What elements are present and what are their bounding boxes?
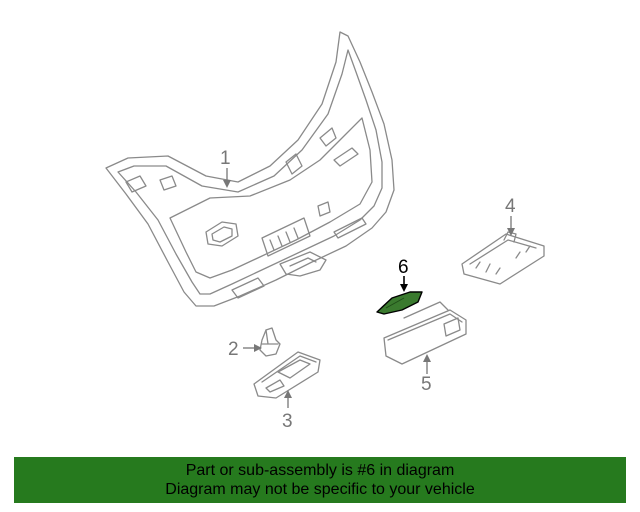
lens-highlighted bbox=[376, 291, 423, 315]
switch-housing bbox=[383, 301, 467, 365]
callout-1-label: 1 bbox=[220, 148, 231, 169]
push-clip bbox=[259, 327, 281, 357]
callout-6-label: 6 bbox=[398, 257, 409, 278]
vehicle-fit-banner: Part or sub-assembly is #6 in diagram Di… bbox=[14, 457, 626, 503]
lamp-housing bbox=[253, 351, 321, 399]
banner-line-1: Part or sub-assembly is #6 in diagram bbox=[185, 462, 455, 479]
liftgate-trim-panel bbox=[105, 31, 395, 307]
callout-3-label: 3 bbox=[282, 411, 293, 432]
banner-line-2: Diagram may not be specific to your vehi… bbox=[165, 481, 475, 498]
license-lamp-bracket bbox=[461, 231, 545, 285]
callout-4-label: 4 bbox=[505, 196, 516, 217]
callout-2-label: 2 bbox=[228, 339, 239, 360]
callout-5-label: 5 bbox=[421, 374, 432, 395]
